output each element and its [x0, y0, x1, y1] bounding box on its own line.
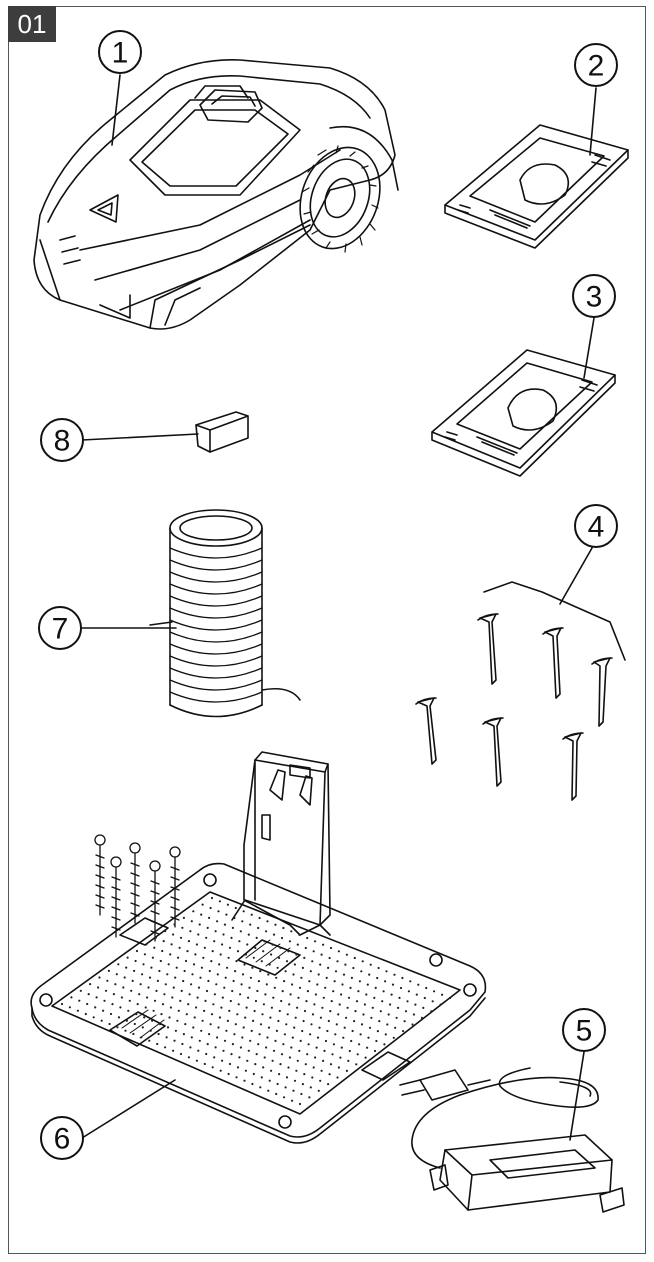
figure-frame	[8, 6, 646, 1254]
leader-6	[81, 1079, 176, 1139]
callout-circle	[572, 274, 616, 318]
callout-8: 8	[40, 418, 84, 462]
callout-1: 1	[98, 30, 142, 74]
figure-tag: 01	[8, 6, 56, 42]
leader-2	[589, 87, 597, 156]
callout-number: 6	[54, 1123, 71, 1156]
base-dot-grid	[60, 896, 452, 1106]
pegs-illustration	[415, 581, 626, 801]
callout-5: 5	[562, 1008, 606, 1052]
callout-number: 2	[588, 50, 605, 83]
callout-number: 1	[112, 37, 129, 70]
manual-illustration	[444, 124, 629, 249]
charging-station-illustration	[30, 751, 487, 1144]
connector-illustration	[195, 411, 249, 453]
callout-markers: 1 2 3 4 5 6 7 8	[38, 30, 618, 1160]
leader-1	[111, 74, 121, 146]
callout-circle	[562, 1008, 606, 1052]
callout-circle	[38, 606, 82, 650]
callout-number: 5	[576, 1015, 593, 1048]
callout-circle	[40, 418, 84, 462]
mower-illustration	[33, 58, 399, 330]
callout-7: 7	[38, 606, 82, 650]
callout-4: 4	[574, 504, 618, 548]
callout-3: 3	[572, 274, 616, 318]
callout-circle	[98, 30, 142, 74]
callout-circle	[40, 1116, 84, 1160]
callout-circle	[574, 504, 618, 548]
callout-6: 6	[40, 1116, 84, 1160]
leader-3	[583, 317, 595, 379]
quick-guide-illustration	[431, 349, 616, 477]
callout-number: 3	[586, 281, 603, 314]
leader-5	[569, 1051, 585, 1141]
wire-coil-illustration	[149, 509, 301, 718]
screws-illustration	[94, 834, 181, 942]
callout-number: 4	[588, 511, 605, 544]
callout-2: 2	[574, 43, 618, 87]
callout-number: 8	[54, 425, 71, 458]
leader-8	[81, 433, 199, 441]
callout-number: 7	[52, 613, 69, 646]
leader-4	[559, 547, 593, 605]
power-supply-illustration	[399, 1067, 625, 1213]
callout-circle	[574, 43, 618, 87]
